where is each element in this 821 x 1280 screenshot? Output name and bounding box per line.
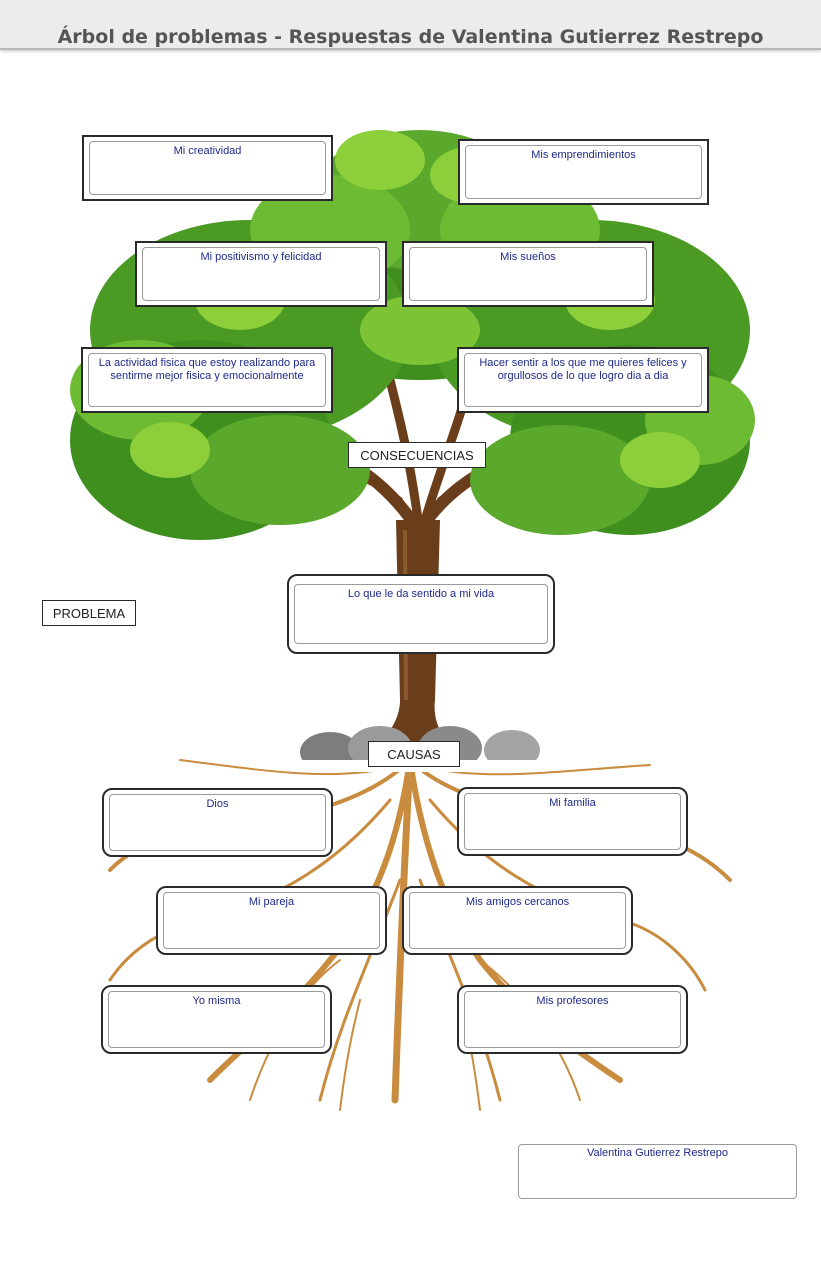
cause-field-1[interactable]: Dios	[109, 794, 326, 851]
consequence-box-2: Mis emprendimientos	[458, 139, 709, 205]
cause-field-4[interactable]: Mis amigos cercanos	[409, 892, 626, 949]
consequence-box-6: Hacer sentir a los que me quieres felice…	[457, 347, 709, 413]
consequence-field-3[interactable]: Mi positivismo y felicidad	[142, 247, 380, 301]
causes-label: CAUSAS	[368, 741, 460, 767]
consequence-box-5: La actividad fisica que estoy realizando…	[81, 347, 333, 413]
consequence-box-3: Mi positivismo y felicidad	[135, 241, 387, 307]
cause-field-6[interactable]: Mis profesores	[464, 991, 681, 1048]
cause-box-3: Mi pareja	[156, 886, 387, 955]
cause-box-5: Yo misma	[101, 985, 332, 1054]
cause-field-3[interactable]: Mi pareja	[163, 892, 380, 949]
page-title: Árbol de problemas - Respuestas de Valen…	[57, 26, 764, 48]
consequence-box-1: Mi creatividad	[82, 135, 333, 201]
consequence-field-6[interactable]: Hacer sentir a los que me quieres felice…	[464, 353, 702, 407]
title-bar: Árbol de problemas - Respuestas de Valen…	[0, 0, 821, 50]
consequence-field-2[interactable]: Mis emprendimientos	[465, 145, 702, 199]
cause-field-5[interactable]: Yo misma	[108, 991, 325, 1048]
consequences-label: CONSECUENCIAS	[348, 442, 486, 468]
cause-field-2[interactable]: Mi familia	[464, 793, 681, 850]
cause-box-4: Mis amigos cercanos	[402, 886, 633, 955]
stones	[295, 726, 545, 772]
cause-box-2: Mi familia	[457, 787, 688, 856]
consequence-field-5[interactable]: La actividad fisica que estoy realizando…	[88, 353, 326, 407]
author-name-field[interactable]: Valentina Gutierrez Restrepo	[518, 1144, 797, 1199]
problem-label: PROBLEMA	[42, 600, 136, 626]
consequence-field-1[interactable]: Mi creatividad	[89, 141, 326, 195]
cause-box-1: Dios	[102, 788, 333, 857]
problem-box: Lo que le da sentido a mi vida	[287, 574, 555, 654]
consequence-field-4[interactable]: Mis sueños	[409, 247, 647, 301]
problem-field[interactable]: Lo que le da sentido a mi vida	[294, 584, 548, 644]
cause-box-6: Mis profesores	[457, 985, 688, 1054]
consequence-box-4: Mis sueños	[402, 241, 654, 307]
